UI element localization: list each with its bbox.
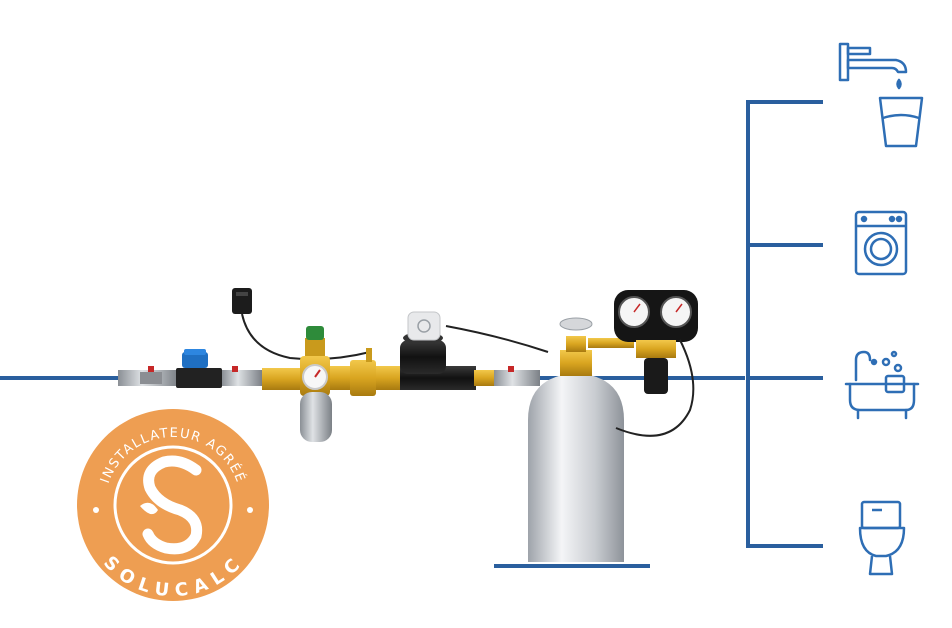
badge-dot-right	[247, 507, 253, 513]
treatment-unit	[400, 311, 549, 390]
power-adapter	[232, 288, 371, 361]
gas-cylinder	[494, 317, 650, 568]
pressure-regulator	[614, 290, 698, 437]
washing-machine-icon	[854, 210, 908, 276]
bathtub-icon	[844, 350, 920, 420]
badge-dot-left	[93, 507, 99, 513]
inlet-valve-assembly	[118, 349, 262, 388]
installer-badge: INSTALLATEUR AGRÉÉ SOLUCALC	[77, 409, 269, 601]
badge-s-logo	[142, 455, 203, 555]
brass-manifold	[330, 348, 400, 396]
distribution-manifold	[746, 100, 823, 548]
toilet-icon	[858, 500, 906, 576]
tap-and-glass-icon	[838, 42, 924, 148]
outlet-valve-assembly	[474, 366, 540, 386]
filter-unit	[262, 326, 332, 442]
